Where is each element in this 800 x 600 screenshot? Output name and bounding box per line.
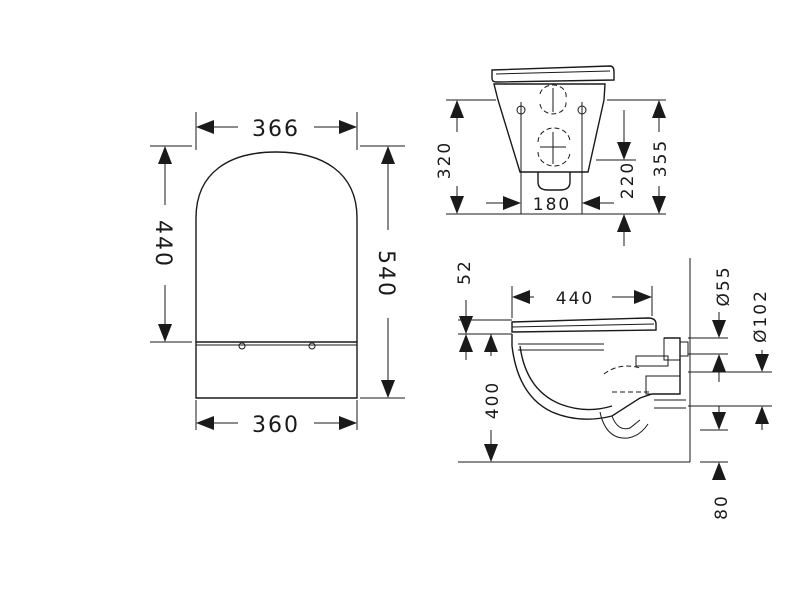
top-view: 366 440 540 360	[150, 112, 405, 438]
front-outlet	[537, 172, 571, 191]
hinge-right	[308, 342, 316, 350]
side-height-label: 400	[483, 381, 503, 419]
front-view: 320 180 220 355	[435, 65, 671, 246]
side-length-label: 440	[556, 289, 594, 309]
seat-thickness-label: 52	[455, 259, 475, 285]
seat-width-label: 366	[252, 117, 300, 142]
bowl-width-label: 360	[252, 413, 300, 438]
total-height-label: 355	[651, 139, 671, 177]
drain-diameter-label: Ø102	[751, 289, 771, 343]
fixing-spacing-label: 180	[533, 195, 571, 215]
front-seat-outline	[491, 65, 615, 83]
drain-offset-label: 80	[712, 494, 732, 520]
hinge-left	[238, 342, 246, 350]
side-bowl-outline	[511, 334, 681, 420]
front-height-label: 320	[435, 141, 455, 179]
bowl-length-label: 540	[373, 250, 398, 298]
front-body-outline	[493, 83, 606, 173]
outlet-diameter-label: Ø55	[714, 265, 734, 306]
bowl-outline	[195, 341, 358, 399]
side-seat-outline	[511, 317, 657, 333]
side-view: 52 440 400 Ø55 Ø102	[455, 258, 772, 520]
fixing-height-label: 220	[618, 161, 638, 199]
seat-length-label: 440	[150, 220, 175, 268]
seat-outline	[195, 151, 358, 342]
